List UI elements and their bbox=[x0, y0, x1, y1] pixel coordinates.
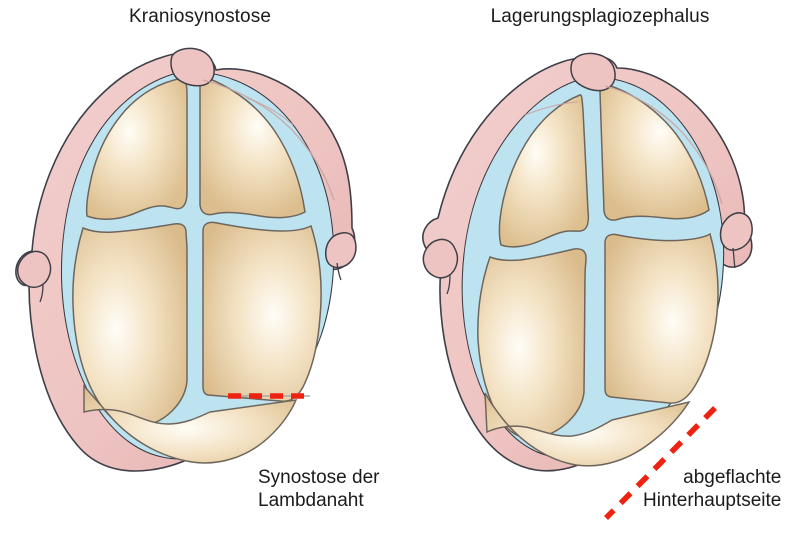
skull-right bbox=[422, 52, 753, 520]
frontal-bone-left-left bbox=[85, 77, 188, 220]
parietal-bone-right-left bbox=[202, 221, 322, 402]
panel-title-right: Lagerungsplagiozephalus bbox=[490, 6, 710, 27]
ear-notch-right-left-skull bbox=[336, 262, 342, 281]
occipital-bone-left bbox=[83, 383, 298, 464]
ear-left-right-skull bbox=[422, 238, 459, 279]
nose-left bbox=[170, 47, 215, 87]
panel-title-left: Kraniosynostose bbox=[129, 6, 271, 27]
skull-left bbox=[15, 47, 357, 472]
ear-notch-left-left-skull bbox=[39, 284, 44, 303]
ear-left-left-skull bbox=[16, 250, 52, 288]
ear-notch-right-right-skull bbox=[732, 247, 736, 269]
nose-right bbox=[570, 52, 616, 92]
caption-right-line1: abgeflachte bbox=[683, 467, 782, 488]
brow-contour-inner-right bbox=[524, 101, 579, 116]
caption-right: abgeflachte Hinterhauptseite bbox=[643, 466, 781, 512]
ear-right-right-skull bbox=[719, 212, 753, 251]
caption-right-line2: Hinterhauptseite bbox=[643, 490, 782, 511]
brow-contour-right bbox=[604, 85, 723, 205]
occipital-bone-right bbox=[484, 392, 691, 467]
caption-left-line2: Lambdanaht bbox=[258, 490, 364, 511]
parietal-bone-right-right bbox=[604, 232, 719, 404]
brow-contour-left bbox=[202, 79, 335, 201]
caption-left: Synostose der Lambdanaht bbox=[258, 466, 379, 512]
frontal-bone-left-right bbox=[498, 94, 590, 248]
parietal-bone-left-left bbox=[72, 223, 188, 428]
parietal-bone-left-right bbox=[477, 248, 587, 440]
caption-left-line1: Synostose der bbox=[258, 467, 380, 488]
ear-notch-left-right-skull bbox=[446, 274, 451, 295]
brow-contour-inner-left bbox=[246, 97, 294, 126]
ear-right-left-skull bbox=[325, 232, 357, 269]
marker-dashed-line-right bbox=[604, 406, 717, 520]
